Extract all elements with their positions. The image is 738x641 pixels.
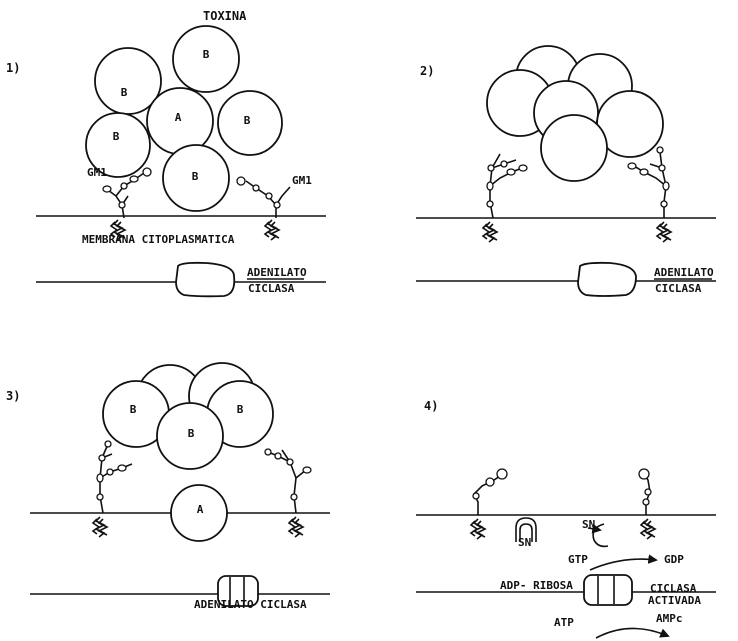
gm1-receptor-left <box>103 168 151 240</box>
membrane-label: MEMBRANA CITOPLASMATICA <box>82 233 235 246</box>
gm1-receptor-left <box>471 469 507 539</box>
subunit-b-label: B <box>192 170 199 183</box>
sn-right-label: SN <box>582 518 595 531</box>
gdp-label: GDP <box>664 553 684 566</box>
atp-to-ampc-arrow <box>596 628 668 638</box>
subunit-b-label: B <box>203 48 210 61</box>
subunit-circle <box>541 115 607 181</box>
enzyme-label-line2: CICLASA <box>655 282 702 295</box>
gm1-receptor-right <box>639 469 655 539</box>
panel-3: 3) B B B A <box>6 363 330 611</box>
enzyme-label-line1: ADENILATO <box>654 266 714 279</box>
panel-3-number: 3) <box>6 389 20 403</box>
adenylate-cyclase-shape <box>578 263 636 296</box>
adp-ribosa-label: ADP- RIBOSA <box>500 579 573 592</box>
panel-4: 4) SN SN GTP GDP ADP- RIBOSA <box>416 399 716 638</box>
gtp-to-gdp-arrow <box>590 559 656 570</box>
gm1-receptor-right <box>237 177 290 240</box>
gtp-label: GTP <box>568 553 588 566</box>
subunit-b-label: B <box>130 403 137 416</box>
panel-2: 2) ADENILATO <box>416 46 716 296</box>
gm1-label-right: GM1 <box>292 174 312 187</box>
subunit-a-label: A <box>175 111 182 124</box>
gm1-receptor-right <box>265 449 311 537</box>
subunit-b-label: B <box>188 427 195 440</box>
sn-right-shape <box>593 524 608 546</box>
subunit-b-label: B <box>237 403 244 416</box>
activated-cyclase-shape <box>584 575 632 605</box>
toxin-title: TOXINA <box>203 9 247 23</box>
sn-left-label: SN <box>518 536 531 549</box>
subunit-b-label: B <box>121 86 128 99</box>
atp-label: ATP <box>554 616 574 629</box>
panel-2-number: 2) <box>420 64 434 78</box>
gm1-receptor-left <box>93 441 132 537</box>
panel-1-number: 1) <box>6 61 20 75</box>
subunit-b-label: B <box>244 114 251 127</box>
enzyme-label-line2: CICLASA <box>248 282 295 295</box>
adenylate-cyclase-shape <box>176 263 234 297</box>
subunit-b-label: B <box>113 130 120 143</box>
gm1-receptor-right <box>628 147 671 242</box>
activada-label: ACTIVADA <box>648 594 701 607</box>
enzyme-label: ADENILATO CICLASA <box>194 598 307 611</box>
enzyme-label-line1: ADENILATO <box>247 266 307 279</box>
panel-4-number: 4) <box>424 399 438 413</box>
ampc-label: AMPc <box>656 612 683 625</box>
panel-1: 1) TOXINA B B A B B B GM1 <box>6 9 326 296</box>
gm1-label-left: GM1 <box>87 166 107 179</box>
gm1-receptor-left <box>483 154 527 242</box>
subunit-a-label: A <box>197 503 204 516</box>
